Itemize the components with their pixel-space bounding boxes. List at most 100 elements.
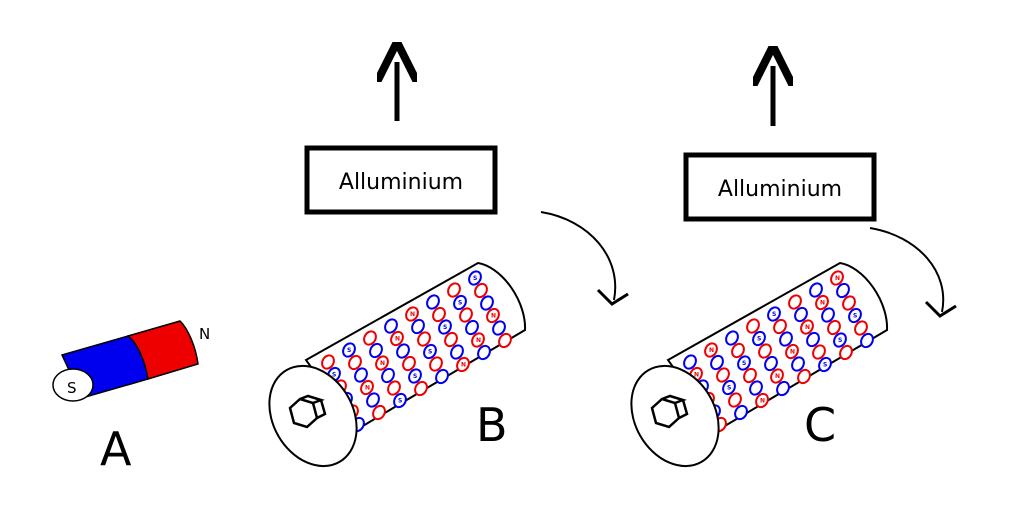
- surface-magnet: [381, 367, 395, 384]
- surface-magnet: [402, 355, 416, 372]
- surface-magnet: [755, 392, 769, 409]
- rotation-arrow-c: [869, 227, 945, 313]
- surface-magnet: [354, 367, 368, 383]
- surface-magnet-mark: N: [461, 362, 466, 369]
- south-pole-label: S: [67, 379, 77, 397]
- surface-magnet: [414, 380, 428, 397]
- surface-magnet: [447, 282, 461, 298]
- surface-magnet: [486, 307, 500, 324]
- cylinder-b: SNSSNSNSNSNNSNSN: [268, 261, 527, 468]
- aluminium-plate-c: Alluminium: [683, 66, 877, 222]
- surface-magnet: [375, 355, 389, 371]
- surface-magnet-mark: N: [694, 372, 699, 379]
- surface-magnet: [429, 356, 443, 372]
- surface-magnet: [779, 331, 793, 347]
- surface-magnet-mark: S: [428, 349, 432, 356]
- surface-magnet-mark: S: [473, 275, 477, 282]
- plate-box-c: [683, 152, 877, 222]
- label-c: C: [804, 398, 836, 452]
- surface-magnet: [348, 354, 362, 371]
- surface-magnet: [498, 332, 512, 349]
- surface-magnet: [788, 294, 802, 310]
- surface-magnet: [471, 332, 485, 348]
- surface-magnet-mark: N: [790, 349, 795, 356]
- surface-magnet: [450, 344, 464, 360]
- plate-label-c: Alluminium: [718, 177, 842, 202]
- surface-magnet-mark: N: [820, 300, 825, 307]
- surface-magnet: [405, 306, 419, 322]
- surface-magnet: [818, 356, 832, 373]
- surface-magnet-mark: S: [838, 337, 842, 344]
- magnet-south-face: [52, 368, 94, 402]
- surface-magnet: [366, 392, 380, 408]
- surface-magnet: [426, 294, 440, 310]
- aluminium-plate-b: Alluminium: [304, 62, 498, 215]
- surface-magnet: [390, 330, 404, 347]
- surface-magnet-mark: S: [458, 300, 462, 307]
- surface-magnet: [791, 356, 805, 372]
- surface-magnet: [806, 331, 820, 348]
- surface-magnet: [770, 368, 784, 384]
- hex-socket-icon: [288, 394, 327, 429]
- magnet-north-half: [126, 320, 199, 380]
- surface-magnet-mark: N: [410, 311, 415, 318]
- surface-magnet: [342, 342, 356, 358]
- surface-magnet: [387, 380, 401, 396]
- bar-magnet: S N: [52, 320, 210, 402]
- rotation-arrowhead-b: [596, 288, 629, 306]
- surface-magnet-mark: S: [727, 385, 731, 392]
- surface-magnet-mark: S: [757, 336, 761, 343]
- surface-magnet: [444, 331, 458, 348]
- surface-magnet: [360, 379, 374, 396]
- surface-magnet: [459, 307, 473, 323]
- surface-magnet-mark: N: [476, 337, 481, 344]
- label-a: A: [100, 422, 132, 476]
- surface-magnet: [794, 306, 808, 323]
- surface-magnet: [384, 318, 398, 334]
- surface-magnet: [683, 354, 697, 370]
- surface-magnet: [468, 270, 482, 286]
- surface-magnet-mark: S: [332, 372, 336, 379]
- surface-magnet: [830, 270, 844, 286]
- rotation-arrow-b: [540, 211, 617, 301]
- surface-magnet: [438, 319, 452, 335]
- surface-magnet: [423, 343, 437, 360]
- surface-magnet: [752, 330, 766, 347]
- surface-magnet: [480, 295, 494, 311]
- surface-magnet: [321, 354, 335, 370]
- rotation-arrowhead-c: [924, 300, 957, 318]
- surface-magnet: [396, 343, 410, 359]
- surface-magnet: [800, 319, 814, 335]
- surface-magnet: [746, 318, 760, 334]
- surface-magnet: [743, 367, 757, 384]
- surface-magnet-mark: S: [823, 362, 827, 369]
- surface-magnet-mark: S: [413, 373, 417, 380]
- label-b: B: [476, 398, 508, 452]
- surface-magnet: [842, 295, 856, 311]
- surface-magnet: [477, 344, 491, 361]
- surface-magnet-mark: S: [398, 398, 402, 405]
- surface-magnet: [363, 330, 377, 346]
- surface-magnet-mark: N: [380, 360, 385, 367]
- surface-magnet-mark: N: [760, 398, 765, 405]
- surface-magnet: [369, 342, 383, 359]
- plate-box-b: [304, 145, 498, 215]
- surface-magnet: [432, 306, 446, 323]
- surface-magnet: [767, 306, 781, 322]
- surface-magnet: [734, 404, 748, 421]
- surface-magnet: [393, 392, 407, 409]
- surface-magnet: [456, 356, 470, 373]
- surface-magnet: [704, 342, 718, 358]
- north-pole-label: N: [199, 325, 210, 343]
- surface-magnet: [785, 343, 799, 360]
- surface-magnet: [716, 367, 730, 383]
- surface-magnet: [854, 320, 868, 336]
- surface-magnet-mark: S: [772, 311, 776, 318]
- surface-magnet: [474, 282, 488, 299]
- surface-magnet: [827, 319, 841, 336]
- surface-magnet: [815, 294, 829, 311]
- surface-magnet: [749, 380, 763, 396]
- surface-magnet: [453, 294, 467, 311]
- surface-magnet: [797, 368, 811, 385]
